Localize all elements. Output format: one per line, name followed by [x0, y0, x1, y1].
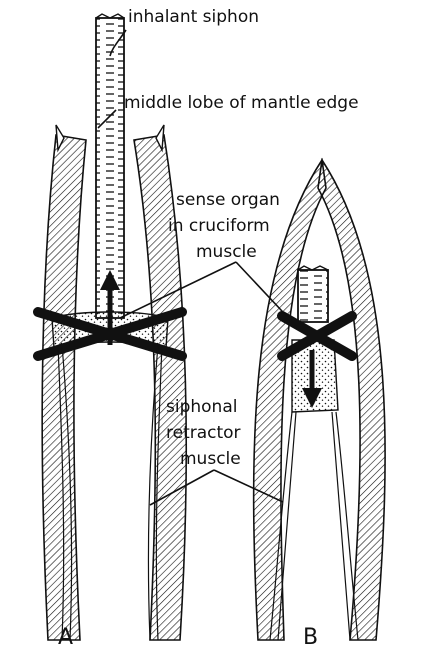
label-sense-organ-line2: in cruciform	[168, 216, 270, 236]
retractor-muscle-b-right	[332, 412, 358, 640]
panel-label-a: A	[58, 625, 73, 648]
label-siphonal-line3: muscle	[180, 449, 241, 469]
label-siphonal-line1: siphonal	[166, 397, 237, 417]
specimen-b	[254, 160, 385, 640]
panel-label-b: B	[303, 625, 318, 648]
label-middle-lobe: middle lobe of mantle edge	[124, 93, 359, 113]
label-inhalant-siphon: inhalant siphon	[128, 7, 259, 27]
label-sense-organ-line1: sense organ	[176, 190, 280, 210]
label-sense-organ-line3: muscle	[196, 242, 257, 262]
label-siphonal-line2: retractor	[166, 423, 241, 443]
inhalant-siphon-b	[298, 270, 328, 322]
